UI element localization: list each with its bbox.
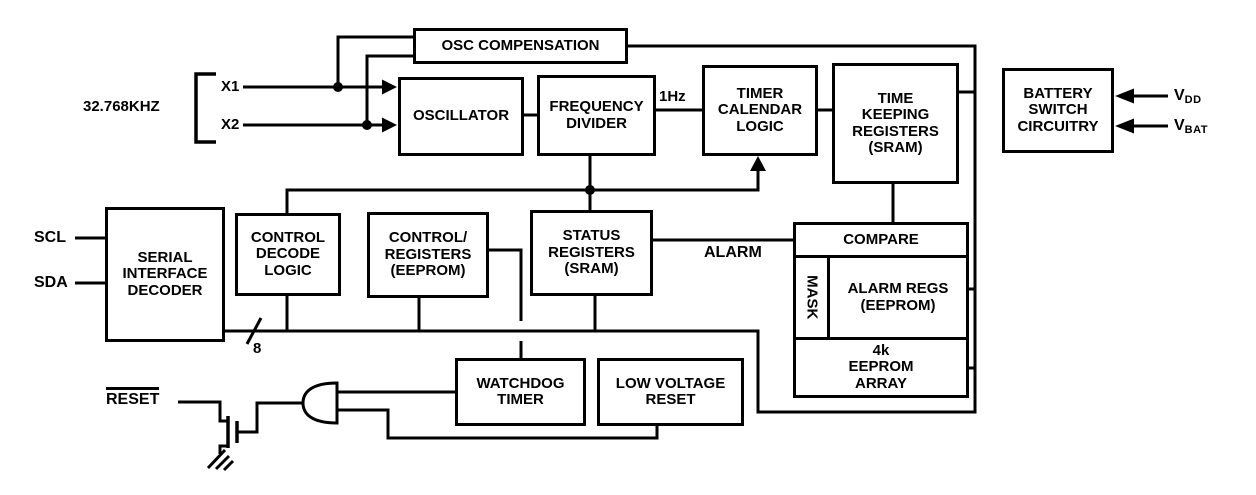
block-status-registers: STATUS REGISTERS (SRAM) (530, 210, 653, 296)
wire-osccomp-x2 (365, 54, 413, 125)
block-oscillator: OSCILLATOR (398, 77, 524, 156)
arrow-vbat (1115, 118, 1134, 134)
block-battery-switch-circuitry: BATTERY SWITCH CIRCUITRY (1002, 68, 1114, 153)
x2-pin-label: X2 (221, 116, 240, 133)
wire-ctrlregs-watchdog-upper (488, 248, 523, 321)
block-mask: MASK (793, 255, 830, 340)
wire-andgate-lvr (337, 408, 659, 440)
ground-symbol (206, 448, 235, 472)
arrow-vdd (1115, 88, 1134, 104)
crystal-bracket (194, 72, 216, 144)
block-eeprom-array: 4k EEPROM ARRAY (793, 337, 969, 398)
block-control-registers: CONTROL/ REGISTERS (EEPROM) (367, 212, 489, 298)
block-control-decode-logic: CONTROL DECODE LOGIC (235, 213, 341, 296)
bus-width-slash (245, 317, 263, 345)
one-hz-label: 1Hz (659, 88, 686, 105)
wire-reset-lead (178, 400, 228, 423)
block-compare: COMPARE (793, 222, 969, 258)
arrow-x1-oscillator (382, 79, 397, 95)
wire-mosfet-gate (237, 401, 303, 434)
scl-pin-label: SCL (34, 229, 66, 246)
junction-dot-x2 (362, 120, 372, 130)
vdd-pin-label: VDD (1174, 88, 1202, 106)
vbat-pin-label: VBAT (1174, 118, 1208, 136)
vdd-base: V (1174, 87, 1185, 104)
junction-dot-freqdiv (585, 185, 595, 195)
wire-osccomp-x1 (336, 35, 413, 87)
block-time-keeping-registers: TIME KEEPING REGISTERS (SRAM) (832, 63, 959, 184)
arrow-into-timercal (750, 156, 766, 171)
block-low-voltage-reset: LOW VOLTAGE RESET (597, 358, 744, 426)
vdd-subscript: DD (1184, 94, 1202, 106)
block-alarm-regs: ALARM REGS (EEPROM) (827, 255, 969, 340)
x1-pin-label: X1 (221, 78, 240, 95)
block-timer-calendar-logic: TIMER CALENDAR LOGIC (702, 65, 818, 156)
and-gate (301, 381, 339, 425)
wire-ctrldecode-timercal (285, 168, 760, 213)
vbat-subscript: BAT (1184, 124, 1208, 136)
alarm-signal-label: ALARM (704, 244, 762, 261)
reset-pin-label: RESET (106, 387, 160, 408)
vbat-base: V (1174, 117, 1185, 134)
bus-width-label: 8 (253, 340, 262, 357)
arrow-x2-oscillator (382, 117, 397, 133)
junction-dot-x1 (333, 82, 343, 92)
block-frequency-divider: FREQUENCY DIVIDER (537, 75, 656, 156)
sda-pin-label: SDA (34, 274, 68, 291)
block-watchdog-timer: WATCHDOG TIMER (455, 358, 586, 426)
block-serial-interface-decoder: SERIAL INTERFACE DECODER (105, 207, 225, 342)
reset-overline-text: RESET (106, 387, 160, 408)
block-osc-compensation: OSC COMPENSATION (413, 28, 628, 64)
wire-mosfet-source (218, 444, 228, 454)
crystal-frequency-label: 32.768KHZ (83, 98, 160, 115)
mask-label: MASK (803, 275, 821, 320)
wire-data-bus (224, 44, 977, 414)
